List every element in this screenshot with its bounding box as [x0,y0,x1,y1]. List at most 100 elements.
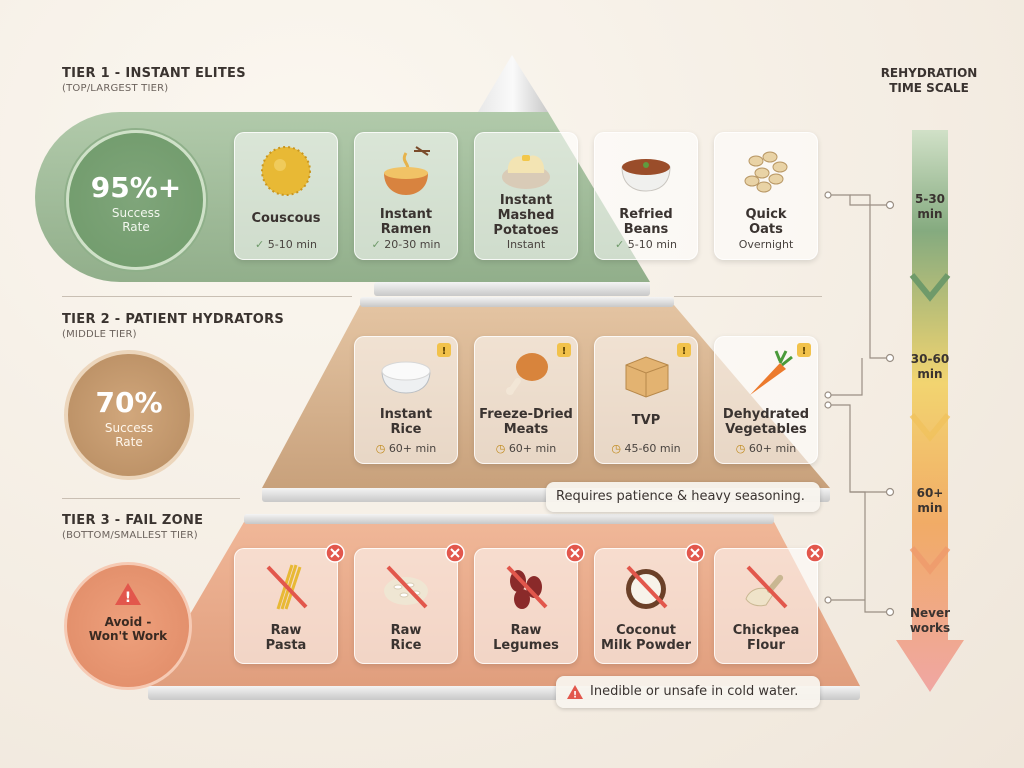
warning-icon: ! [437,343,451,357]
item-time: ✓ 5-10 min [615,238,677,251]
card-couscous: Couscous ✓ 5-10 min [234,132,338,260]
flour-scoop-icon [715,559,817,615]
warning-icon: ! [677,343,691,357]
beans-icon [475,559,577,615]
item-time: Instant [506,238,546,251]
clock-icon: ◷ [611,442,625,455]
couscous-icon [235,143,337,199]
tier3-avoid-badge: ! Avoid - Won't Work [64,562,192,690]
divider [62,498,240,499]
x-badge-icon [805,543,825,563]
tier1-success-badge: 95%+ Success Rate [66,130,206,270]
svg-text:!: ! [573,691,577,701]
warning-icon: ! [797,343,811,357]
tier3-note: ! Inedible or unsafe in cold water. [556,676,820,708]
tier1-slab [374,282,650,296]
tier3-top-slab [244,514,774,524]
tier2-success-badge: 70% Success Rate [64,350,194,480]
tier3-title: TIER 3 - FAIL ZONE [62,513,204,528]
svg-text:!: ! [125,590,131,606]
tier1-subtitle: (TOP/LARGEST TIER) [62,83,169,94]
divider [674,296,822,297]
divider [62,296,352,297]
x-badge-icon [685,543,705,563]
item-time: ◷ 45-60 min [611,442,681,455]
tier2-rate-value: 70% [95,386,163,419]
avoid-label-2: Won't Work [88,629,168,643]
clock-icon: ◷ [735,442,749,455]
check-icon: ✓ [255,238,268,251]
item-time: Overnight [738,238,794,251]
pasta-icon [235,559,337,615]
svg-text:!: ! [562,346,567,357]
connector-lines [828,194,890,613]
tier3-subtitle: (BOTTOM/SMALLEST TIER) [62,530,198,541]
card-tvp: ! TVP ◷ 45-60 min [594,336,698,464]
item-time: ◷ 60+ min [735,442,797,455]
tier2-rate-label-1: Success [104,421,154,435]
rice-bowl-icon [355,345,457,401]
x-badge-icon [565,543,585,563]
item-name: TVP [631,413,661,428]
svg-text:!: ! [682,346,687,357]
tier2-rate-label-2: Rate [115,435,143,449]
clock-icon: ◷ [375,442,389,455]
drumstick-icon [475,345,577,401]
warning-icon: ! [557,343,571,357]
tier2-subtitle: (MIDDLE TIER) [62,329,137,340]
refried-beans-icon [595,143,697,199]
coconut-icon [595,559,697,615]
tier2-top-slab [360,297,674,307]
scale-stop-3: 60+min [916,486,944,515]
alert-triangle-icon: ! [567,685,583,701]
avoid-label-1: Avoid - [104,615,152,629]
mashed-potatoes-icon [475,139,577,195]
carrot-icon [715,345,817,401]
check-icon: ✓ [615,238,628,251]
x-badge-icon [325,543,345,563]
tvp-cube-icon [595,345,697,401]
svg-text:!: ! [442,346,447,357]
item-time: ✓ 5-10 min [255,238,317,251]
item-time: ✓ 20-30 min [371,238,441,251]
rice-grains-icon [355,559,457,615]
tier1-rate-value: 95%+ [90,171,182,204]
tier1-rate-label-2: Rate [122,220,150,234]
item-time: ◷ 60+ min [375,442,437,455]
pyramid-apex [478,55,548,112]
oats-icon [715,143,817,199]
item-time: ◷ 60+ min [495,442,557,455]
item-name: Couscous [251,211,321,226]
tier2-title: TIER 2 - PATIENT HYDRATORS [62,312,285,327]
check-icon: ✓ [371,238,385,251]
tier1-rate-label-1: Success [111,206,161,220]
